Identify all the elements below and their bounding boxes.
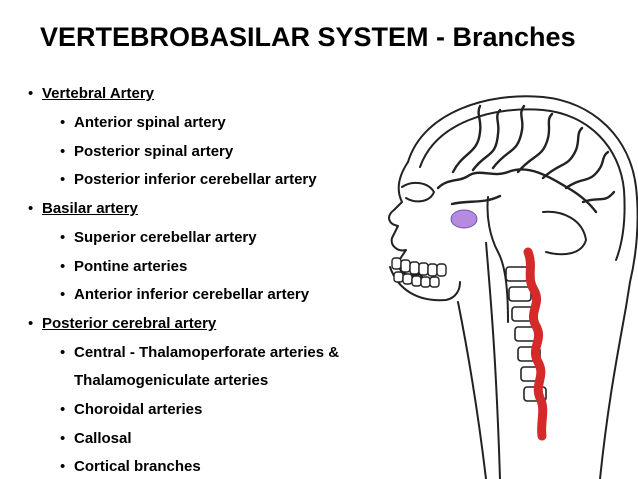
- bullet-icon: •: [60, 344, 66, 361]
- list-item: • Central - Thalamoperforate arteries &: [60, 344, 339, 362]
- head-neck-arteries-illustration: [388, 95, 638, 479]
- bullet-icon: •: [60, 430, 66, 447]
- bullet-icon: •: [28, 200, 34, 217]
- list-item: • Cortical branches: [60, 458, 201, 476]
- bullet-icon: •: [60, 458, 66, 475]
- bullet-icon: •: [60, 286, 66, 303]
- jaw: [389, 266, 461, 302]
- basilar-highlight: [450, 209, 478, 229]
- orbit: [401, 181, 435, 203]
- list-item-continuation: Thalamogeniculate arteries: [74, 372, 268, 390]
- list-item-posterior-cerebral: • Posterior cerebral artery: [28, 315, 216, 333]
- list-item-vertebral: • Vertebral Artery: [28, 85, 154, 103]
- bullet-icon: •: [60, 143, 66, 160]
- list-item: • Anterior inferior cerebellar artery: [60, 286, 309, 304]
- list-item-label: Anterior inferior cerebellar artery: [74, 286, 310, 303]
- list-item: • Anterior spinal artery: [60, 114, 226, 132]
- list-item-label: Posterior spinal artery: [74, 143, 234, 160]
- list-item-label: Callosal: [74, 430, 132, 447]
- section-heading: Posterior cerebral artery: [42, 315, 217, 332]
- list-item-label: Central - Thalamoperforate arteries &: [74, 344, 340, 361]
- list-item: • Superior cerebellar artery: [60, 229, 257, 247]
- bullet-icon: •: [28, 315, 34, 332]
- list-item-label: Cortical branches: [74, 458, 201, 475]
- bullet-icon: •: [60, 258, 66, 275]
- slide-title: VERTEBROBASILAR SYSTEM - Branches: [40, 22, 576, 52]
- list-item: • Callosal: [60, 430, 132, 448]
- bullet-icon: •: [60, 229, 66, 246]
- list-item-label: Pontine arteries: [74, 258, 188, 275]
- cerebellum: [542, 210, 587, 256]
- bullet-icon: •: [28, 85, 34, 102]
- skull-outline: [407, 95, 638, 308]
- list-item: • Posterior spinal artery: [60, 143, 233, 161]
- list-item-label: Choroidal arteries: [74, 401, 203, 418]
- list-item-label: Superior cerebellar artery: [74, 229, 257, 246]
- vertebral-artery: [523, 247, 548, 441]
- bullet-icon: •: [60, 171, 66, 188]
- neck-back: [599, 306, 627, 479]
- list-item-label: Anterior spinal artery: [74, 114, 226, 131]
- brainstem: [486, 196, 509, 323]
- brain-outline: [419, 108, 626, 261]
- list-item-label: Posterior inferior cerebellar artery: [74, 171, 317, 188]
- section-heading: Vertebral Artery: [42, 85, 155, 102]
- list-item: • Choroidal arteries: [60, 401, 202, 419]
- list-item-label: Thalamogeniculate arteries: [74, 372, 269, 389]
- list-item: • Posterior inferior cerebellar artery: [60, 171, 317, 189]
- bullet-icon: •: [60, 401, 66, 418]
- neck-front: [457, 301, 487, 479]
- list-item-basilar: • Basilar artery: [28, 200, 138, 218]
- list-item: • Pontine arteries: [60, 258, 187, 276]
- section-heading: Basilar artery: [42, 200, 138, 217]
- bullet-icon: •: [60, 114, 66, 131]
